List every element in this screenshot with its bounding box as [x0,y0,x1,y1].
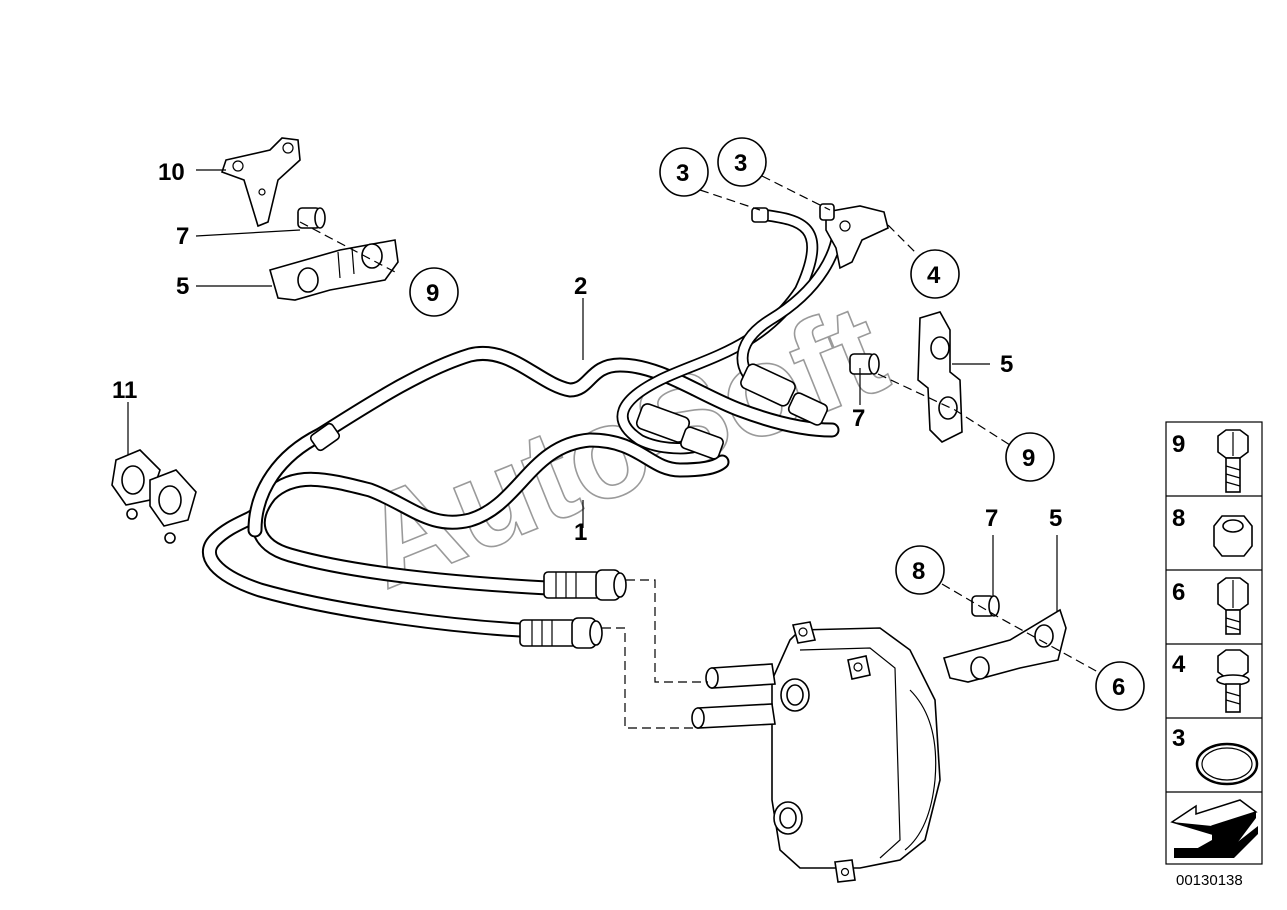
svg-text:9: 9 [1172,431,1185,458]
hex-nut-icon [1213,515,1253,557]
hose-end-fitting-1[interactable] [543,569,627,601]
legend-row-8: 8 [1172,505,1253,557]
mounting-bracket[interactable] [220,137,301,228]
legend-row-3: 3 [1172,725,1259,786]
legend-row-6: 6 [1172,577,1249,635]
callout-8: 8 [912,558,925,585]
quick-connector[interactable] [635,362,829,460]
flange-bolt-icon [1216,649,1250,713]
line-end-fitting [751,207,769,223]
hose-end-fitting-2[interactable] [519,617,603,649]
callout-5: 5 [1049,505,1062,532]
flange-bracket[interactable] [819,203,889,270]
callout-2: 2 [574,273,587,300]
callout-5: 5 [176,273,189,300]
callout-9: 9 [1022,445,1035,472]
callout-11: 11 [112,377,137,404]
pipe-clip-lower[interactable] [942,608,1067,683]
callout-7: 7 [985,505,998,532]
parts-legend: 9 8 6 [1165,421,1263,865]
rubber-grommet-right[interactable] [849,353,880,375]
rubber-grommet[interactable] [297,207,326,229]
callout-4: 4 [927,262,941,289]
diagram-code: 00130138 [1176,872,1243,889]
callout-7: 7 [852,405,865,432]
svg-text:4: 4 [1172,651,1186,678]
callout-10: 10 [158,159,185,186]
hex-bolt-with-washer-icon [1217,429,1249,493]
callout-3: 3 [676,160,689,187]
callout-9: 9 [426,280,439,307]
svg-text:8: 8 [1172,505,1185,532]
callout-5: 5 [1000,351,1013,378]
svg-text:6: 6 [1172,579,1185,606]
callout-6: 6 [1112,674,1125,701]
orientation-arrow-icon [1170,799,1258,858]
hex-bolt-icon [1217,577,1249,635]
rubber-grommet-lower[interactable] [971,595,1000,617]
callout-3: 3 [734,150,747,177]
oil-cooler[interactable] [691,621,941,883]
connection-line [626,579,708,683]
callout-7: 7 [176,223,189,250]
svg-text:3: 3 [1172,725,1185,752]
oil-cooler-hose-1[interactable] [202,432,730,640]
legend-row-9: 9 [1172,429,1249,493]
legend-row-4: 4 [1172,649,1250,713]
hose-collar [309,422,341,452]
o-ring-icon [1195,742,1259,786]
connection-line [602,627,694,729]
callout-1: 1 [574,519,587,546]
pipe-clip[interactable] [269,239,399,301]
pipe-clip-right[interactable] [917,311,963,443]
double-clamp[interactable] [111,449,197,544]
